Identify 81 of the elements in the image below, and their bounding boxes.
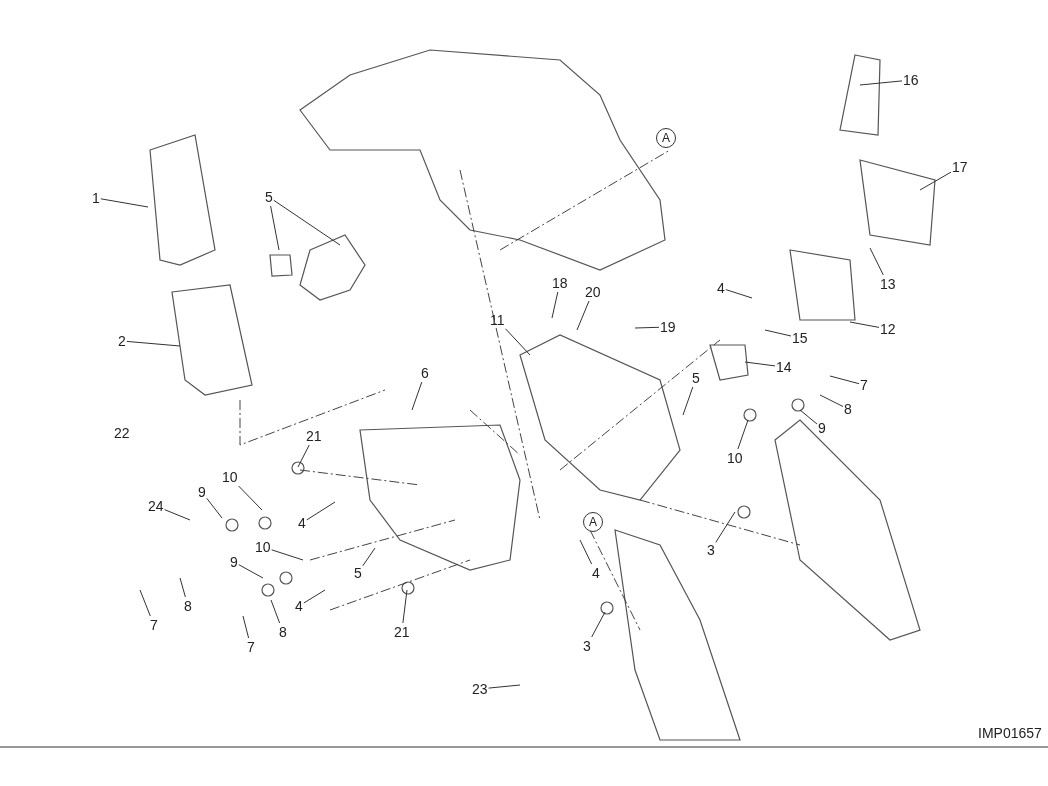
callout-number: 18 [552,275,568,291]
callout-number: 10 [255,539,271,555]
callout-number: 10 [727,450,743,466]
leader-line [576,300,590,331]
callout-number: 4 [298,515,306,531]
callout-number: 8 [844,401,852,417]
leader-line [139,589,151,617]
leader-line [273,199,341,246]
section-mark: A [583,512,603,532]
leader-line [306,501,336,521]
callout-number: 5 [354,565,362,581]
callout-number: 9 [230,554,238,570]
callout-number: 8 [279,624,287,640]
callout-number: 9 [818,420,826,436]
callout-number: 11 [490,312,505,328]
leader-line [859,80,903,86]
leader-line [270,599,281,624]
leader-line [126,340,181,347]
leader-line [799,409,818,425]
callout-number: 21 [394,624,410,640]
callout-number: 15 [792,330,808,346]
callout-number: 19 [660,319,676,335]
leader-line [238,485,263,511]
leader-line [206,497,223,519]
leader-line [744,361,776,367]
leader-line [715,511,736,543]
callout-number: 5 [692,370,700,386]
callout-number: 14 [776,359,792,375]
callout-number: 3 [583,638,591,654]
leader-line [849,321,880,328]
leader-line [297,444,310,468]
leader-line [682,386,694,416]
callout-number: 10 [222,469,238,485]
callout-number: 20 [585,284,601,300]
leader-line [100,198,149,208]
callout-number: 4 [717,280,725,296]
leader-line [764,329,792,337]
leader-line [869,247,884,276]
leader-line [737,419,749,450]
callout-number: 16 [903,72,919,88]
leader-line [362,547,376,567]
callout-number: 9 [198,484,206,500]
leader-line [488,684,521,689]
leader-line [179,577,186,598]
callout-number: 4 [295,598,303,614]
callout-number: 8 [184,598,192,614]
leader-line [271,549,304,561]
leader-line [303,589,326,604]
callout-number: 2 [118,333,126,349]
callout-number: 7 [150,617,158,633]
callout-number: 21 [306,428,322,444]
callout-number: 7 [247,639,255,655]
callout-number: 13 [880,276,896,292]
callout-number: 6 [421,365,429,381]
leader-line [270,205,280,251]
leader-line [634,326,660,329]
callout-number: 7 [860,377,868,393]
leader-line [551,291,559,319]
leader-line [819,394,844,407]
leader-line [402,589,408,624]
leader-line [505,328,531,356]
leader-line [411,381,423,411]
drawing-code: IMP01657 [978,725,1042,741]
callout-number: 12 [880,321,896,337]
leader-line [829,375,860,385]
callout-number: 23 [472,681,488,697]
leader-line [238,564,264,579]
leader-line [242,615,250,639]
callout-number: 17 [952,159,968,175]
leader-line [725,289,753,299]
leader-line [591,611,606,638]
callout-number: 1 [92,190,100,206]
leader-line [164,509,191,521]
callout-number: 5 [265,189,273,205]
callout-number: 24 [148,498,164,514]
callout-number: 22 [114,425,130,441]
leader-line [919,171,952,191]
leader-line [579,539,593,565]
section-mark: A [656,128,676,148]
callout-number: 4 [592,565,600,581]
callout-number: 3 [707,542,715,558]
